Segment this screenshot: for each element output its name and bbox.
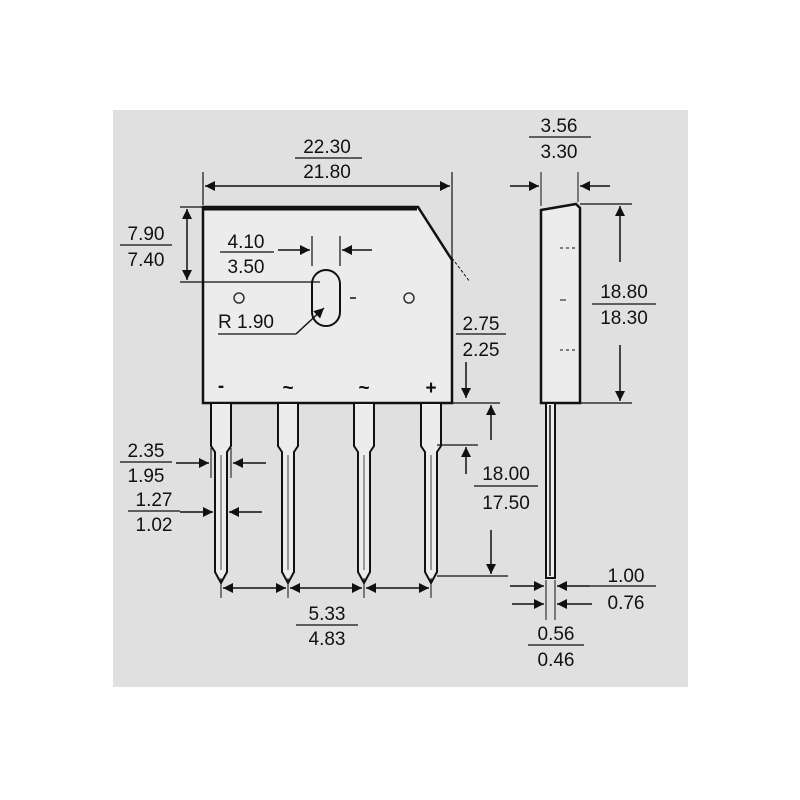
ejector-mark-right	[403, 292, 415, 304]
front-dimensions: 22.30 21.80 7.90 7.40 4.10 3.50 R 1.90 2…	[120, 137, 538, 650]
top-height-max: 7.90	[128, 224, 165, 245]
front-view: - ~ ~ +	[201, 205, 454, 586]
pin-width-min: 1.95	[128, 466, 165, 487]
pin-tip-thick-max: 0.56	[538, 624, 575, 645]
pin-width-max: 2.35	[128, 441, 165, 462]
pin-tip-width-min: 1.02	[136, 515, 173, 536]
slot-offset-max: 4.10	[228, 232, 265, 253]
thickness-max: 3.56	[541, 116, 578, 137]
mounting-slot	[311, 269, 341, 327]
pin-marking-4: +	[425, 378, 436, 399]
pin-marking-1: -	[218, 376, 224, 397]
height-min: 18.30	[600, 308, 648, 329]
top-height-min: 7.40	[128, 250, 165, 271]
pin-pitch-max: 5.33	[309, 604, 346, 625]
pin-length-min: 17.50	[482, 493, 530, 514]
pin-marking-2: ~	[282, 378, 293, 399]
height-max: 18.80	[600, 282, 648, 303]
pin-tip-thick-min: 0.46	[538, 650, 575, 671]
side-body	[539, 202, 582, 405]
pin-tip-width-max: 1.27	[136, 490, 173, 511]
slot-radius: R 1.90	[218, 312, 274, 333]
slot-offset-min: 3.50	[228, 257, 265, 278]
body-width-min: 21.80	[303, 162, 351, 183]
pin-marking-3: ~	[358, 378, 369, 399]
body-width-max: 22.30	[303, 137, 351, 158]
side-dimensions: 3.56 3.30 18.80 18.30 1.00 0.76 0.56 0.4…	[510, 116, 656, 671]
pin-pitch-min: 4.83	[309, 629, 346, 650]
pin-thickness-min: 0.76	[608, 593, 645, 614]
ejector-mark-left	[233, 292, 245, 304]
side-view	[539, 202, 582, 579]
pin-thickness-max: 1.00	[608, 566, 645, 587]
pin-length-max: 18.00	[482, 464, 530, 485]
chamfer-max: 2.75	[463, 314, 500, 335]
chamfer-min: 2.25	[463, 340, 500, 361]
thickness-min: 3.30	[541, 142, 578, 163]
